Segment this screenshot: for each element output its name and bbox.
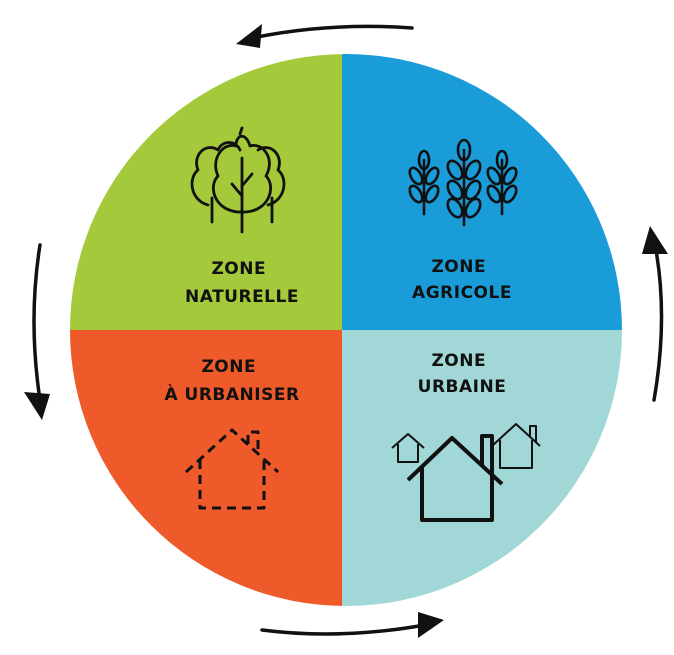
arrow-right xyxy=(652,248,664,402)
arrow-bottom-head xyxy=(418,612,444,638)
dashed-house-icon xyxy=(184,428,280,510)
arrow-left-head xyxy=(24,392,50,420)
label-zone-agricole-line2: Agricole xyxy=(412,283,512,303)
label-zone-agricole: Zone Agricole xyxy=(412,257,512,303)
label-zone-a-urbaniser-line2: À Urbaniser xyxy=(164,383,299,405)
label-zone-naturelle-line2: Naturelle xyxy=(185,287,299,307)
label-zone-agricole-line1: Zone xyxy=(431,257,486,277)
label-zone-urbaine-line1: Zone xyxy=(431,351,486,371)
arrow-top-head xyxy=(236,24,262,48)
arrow-left xyxy=(32,243,42,402)
houses-icon xyxy=(391,423,541,522)
arrow-bottom xyxy=(260,623,427,636)
cycle-arrows xyxy=(24,24,668,638)
quadrant-circle xyxy=(70,54,622,606)
arrow-top xyxy=(250,24,414,40)
label-zone-urbaine-line2: Urbaine xyxy=(418,377,507,397)
label-zone-naturelle-line1: Zone xyxy=(211,259,266,279)
label-zone-a-urbaniser-line1: Zone xyxy=(201,357,256,377)
wheat-icon xyxy=(408,138,518,227)
arrow-right-head xyxy=(642,226,668,254)
trees-icon xyxy=(190,126,286,234)
label-zone-urbaine: Zone Urbaine xyxy=(418,351,507,397)
quadrant-zone-urbaine xyxy=(342,330,622,606)
label-zone-a-urbaniser: Zone À Urbaniser xyxy=(164,357,299,405)
label-zone-naturelle: Zone Naturelle xyxy=(185,259,299,307)
